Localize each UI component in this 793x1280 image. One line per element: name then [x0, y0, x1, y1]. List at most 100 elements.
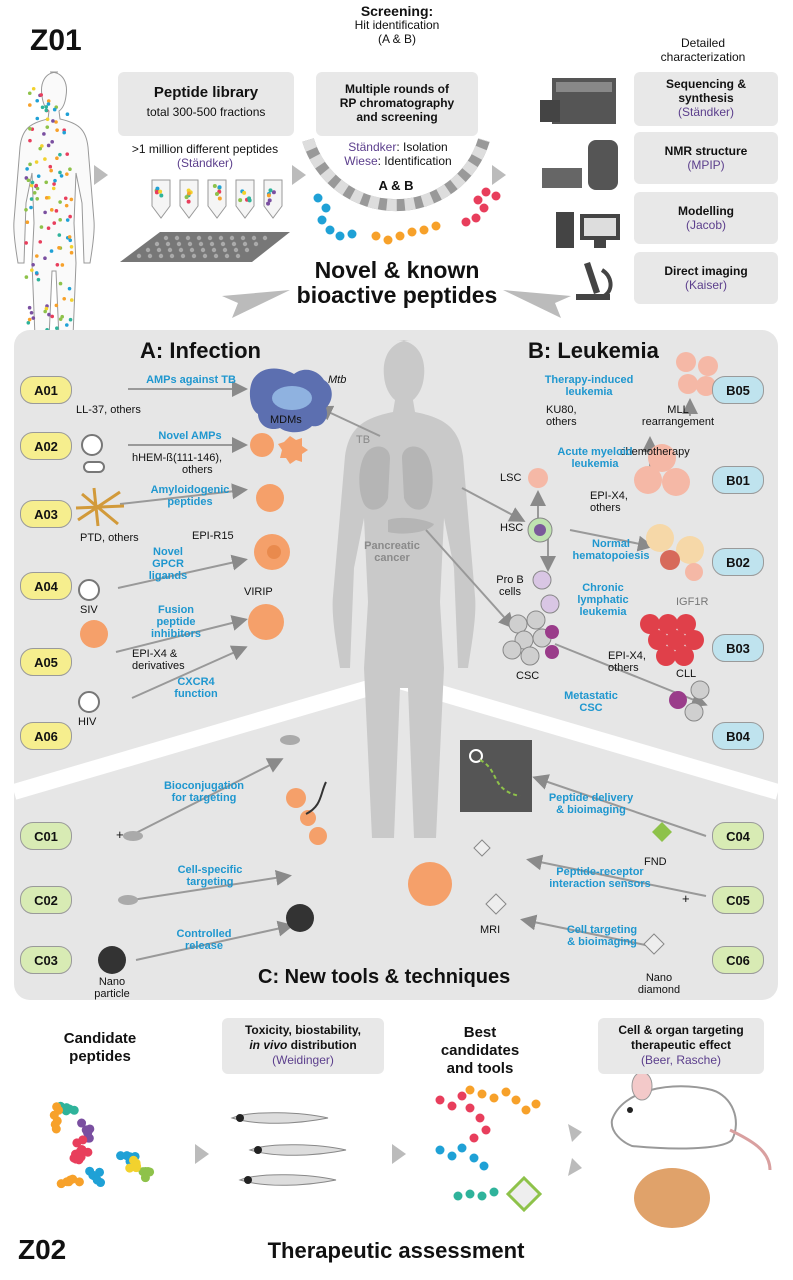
- best-peptide-teal: [465, 1189, 475, 1199]
- badge-c04[interactable]: C04: [712, 822, 764, 850]
- tube-dot: [247, 196, 252, 201]
- char-0-title2: synthesis: [678, 91, 734, 105]
- badge-b03[interactable]: B03: [712, 634, 764, 662]
- peptide-chain-blue: [347, 229, 357, 239]
- badge-a05[interactable]: A05: [20, 648, 72, 676]
- badge-c06[interactable]: C06: [712, 946, 764, 974]
- best-peptide-orange: [521, 1105, 531, 1115]
- best-peptide-red: [447, 1101, 457, 1111]
- body-dot: [40, 144, 44, 148]
- library-title: Peptide library: [153, 84, 259, 101]
- well: [158, 253, 164, 259]
- celltarget-label: Cell targeting & bioimaging: [552, 924, 652, 948]
- peptide-chain-orange: [383, 235, 393, 245]
- aml-line2: leukemia: [571, 458, 619, 470]
- badge-b05[interactable]: B05: [712, 376, 764, 404]
- cellspec-line1: Cell-specific: [177, 864, 243, 876]
- badge-a06[interactable]: A06: [20, 722, 72, 750]
- tube: [151, 179, 171, 219]
- body-dot: [50, 314, 55, 319]
- novel-peptides-title: Novel & known bioactive peptides: [256, 258, 538, 308]
- controlled-line2: release: [185, 940, 223, 952]
- badge-a01[interactable]: A01: [20, 376, 72, 404]
- celltarget-line2: & bioimaging: [567, 936, 637, 948]
- tools-icons: [98, 735, 672, 974]
- tube-dot: [266, 193, 271, 198]
- badge-a04[interactable]: A04: [20, 572, 72, 600]
- fusion-line3: inhibitors: [150, 628, 202, 640]
- body-dot: [52, 221, 57, 225]
- body-dot: [27, 91, 32, 96]
- body-dot: [25, 220, 30, 225]
- section-id-z02: Z02: [18, 1234, 67, 1265]
- badge-c03[interactable]: C03: [20, 946, 72, 974]
- well: [240, 235, 246, 241]
- best-peptide-red: [457, 1091, 467, 1101]
- mll-line1: MLL: [667, 404, 689, 416]
- body-dot: [69, 244, 74, 249]
- body-dot: [52, 107, 57, 112]
- body-dot: [35, 197, 40, 201]
- tube-dot: [268, 188, 273, 193]
- csc-label: CSC: [516, 670, 540, 682]
- tube-dot: [266, 201, 271, 206]
- body-dot: [54, 303, 59, 308]
- body-dot: [45, 125, 50, 129]
- best-peptide-red: [469, 1133, 479, 1143]
- tube: [263, 179, 283, 219]
- badge-b04[interactable]: B04: [712, 722, 764, 750]
- peptide-chain-blue: [325, 225, 335, 235]
- badge-b02[interactable]: B02: [712, 548, 764, 576]
- pancreatic-line1: Pancreatic: [364, 540, 420, 552]
- best-peptide-red: [475, 1113, 485, 1123]
- body-dot: [46, 102, 51, 106]
- tube-dot: [238, 198, 243, 203]
- body-dot: [35, 116, 40, 121]
- badge-a02[interactable]: A02: [20, 432, 72, 460]
- body-dot: [55, 156, 59, 161]
- arrow-3: [492, 165, 506, 185]
- tox-owner: (Weidinger): [272, 1053, 334, 1067]
- tube-dot: [217, 196, 222, 201]
- screening-sub2: (A & B): [377, 32, 416, 46]
- body-dot: [44, 108, 49, 113]
- candidate-peptide: [51, 1124, 61, 1134]
- well: [189, 247, 195, 253]
- best-peptide-orange: [465, 1085, 475, 1095]
- body-dot: [45, 117, 50, 122]
- body-dot: [43, 157, 47, 161]
- badge-c01[interactable]: C01: [20, 822, 72, 850]
- peptide-chain-red: [481, 187, 491, 197]
- candidate-peptide: [129, 1161, 139, 1171]
- well: [220, 241, 226, 247]
- badge-c02[interactable]: C02: [20, 886, 72, 914]
- human-figure-dotted: [13, 71, 95, 362]
- peptide-chain-blue: [313, 193, 323, 203]
- therapy-label: Therapy-induced leukemia: [534, 374, 644, 398]
- candidate-peptide: [140, 1173, 150, 1183]
- well: [187, 241, 193, 247]
- amyloid-line1: Amyloidogenic: [150, 484, 230, 496]
- badge-b01[interactable]: B01: [712, 466, 764, 494]
- body-dot: [31, 316, 36, 320]
- best-peptide-blue: [435, 1145, 445, 1155]
- body-dot: [43, 309, 47, 314]
- badge-c05[interactable]: C05: [712, 886, 764, 914]
- arrow-4: [195, 1144, 209, 1164]
- human-dots: [24, 86, 74, 335]
- toxicity-box: Toxicity, biostability, in vivo distribu…: [222, 1018, 384, 1074]
- body-dot: [34, 160, 39, 164]
- well: [233, 247, 239, 253]
- char-1-owner: (MPIP): [687, 158, 725, 172]
- aml-line1: Acute myeloid: [557, 446, 633, 458]
- body-dot: [30, 268, 34, 272]
- char-3-owner: (Kaiser): [684, 278, 727, 292]
- microscope-icon: [576, 262, 613, 300]
- body-dot: [35, 254, 39, 258]
- ku80-label: KU80, others: [546, 404, 577, 428]
- peptide-chain-red: [479, 203, 489, 213]
- sensor-line1: Peptide-receptor: [556, 866, 644, 878]
- tube-dot: [212, 184, 217, 189]
- badge-a03[interactable]: A03: [20, 500, 72, 528]
- body-dot: [58, 152, 62, 157]
